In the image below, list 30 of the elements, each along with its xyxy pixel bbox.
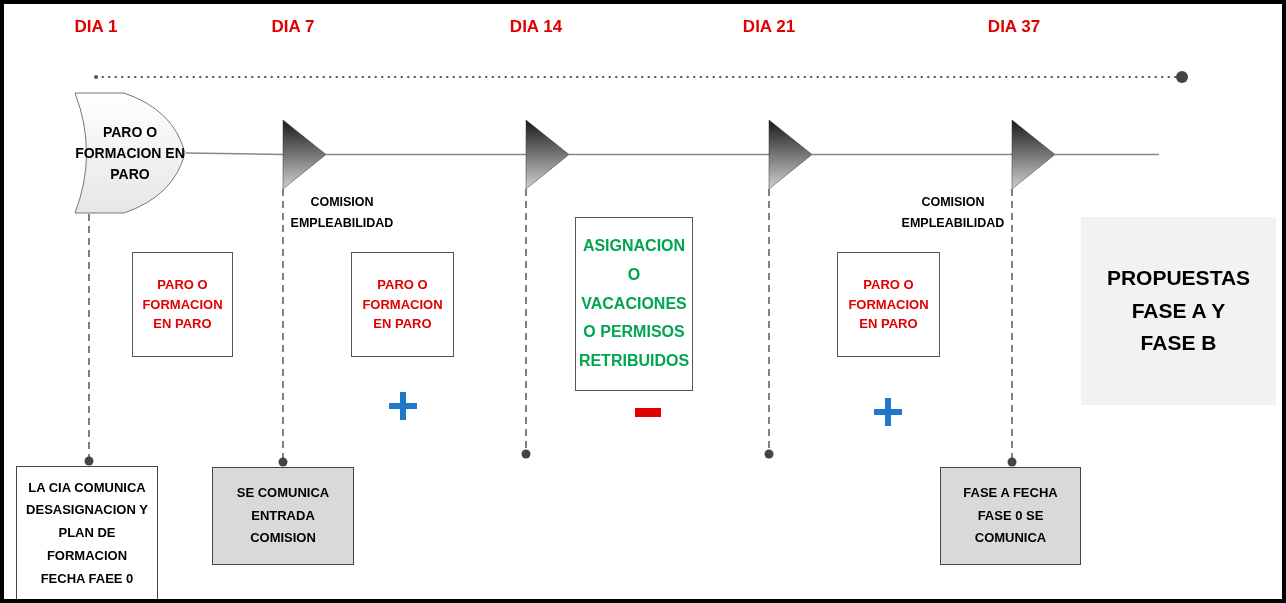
dashed-connector — [84, 213, 94, 466]
dashed-connector — [278, 188, 288, 467]
triangle-marker — [1012, 120, 1055, 189]
process-box: PARO O FORMACION EN PARO — [132, 252, 233, 357]
process-box: PARO O FORMACION EN PARO — [351, 252, 454, 357]
day-label: DIA 7 — [270, 16, 316, 38]
process-box: PARO O FORMACION EN PARO — [837, 252, 940, 357]
note-box: SE COMUNICA ENTRADA COMISION — [212, 467, 354, 565]
note-box: FASE A FECHA FASE 0 SE COMUNICA — [940, 467, 1081, 565]
timeline-line — [325, 153, 527, 156]
day-label: DIA 37 — [986, 16, 1042, 38]
process-box: ASIGNACION O VACACIONES O PERMISOS RETRIBUIDOS — [575, 217, 693, 391]
dashed-connector — [764, 188, 774, 459]
timeline-line — [811, 153, 1013, 156]
shield-shape: PARO O FORMACION EN PARO — [74, 92, 186, 214]
timeline-line — [1054, 153, 1160, 156]
triangle-marker — [283, 120, 326, 189]
summary-panel: PROPUESTAS FASE A Y FASE B — [1081, 217, 1276, 405]
dashed-connector — [1007, 188, 1017, 467]
dashed-connector — [521, 188, 531, 459]
triangle-marker — [769, 120, 812, 189]
marker-caption: COMISION EMPLEABILIDAD — [289, 194, 395, 233]
triangle-marker — [526, 120, 569, 189]
day-label: DIA 1 — [73, 16, 119, 38]
day-label: DIA 21 — [741, 16, 797, 38]
note-box: LA CIA COMUNICA DESASIGNACION Y PLAN DE FORMACION FECHA FAEE 0 — [16, 466, 158, 599]
day-label: DIA 14 — [508, 16, 564, 38]
timeline-line — [185, 152, 284, 156]
timeline-line — [568, 153, 770, 156]
marker-caption: COMISION EMPLEABILIDAD — [900, 194, 1006, 233]
